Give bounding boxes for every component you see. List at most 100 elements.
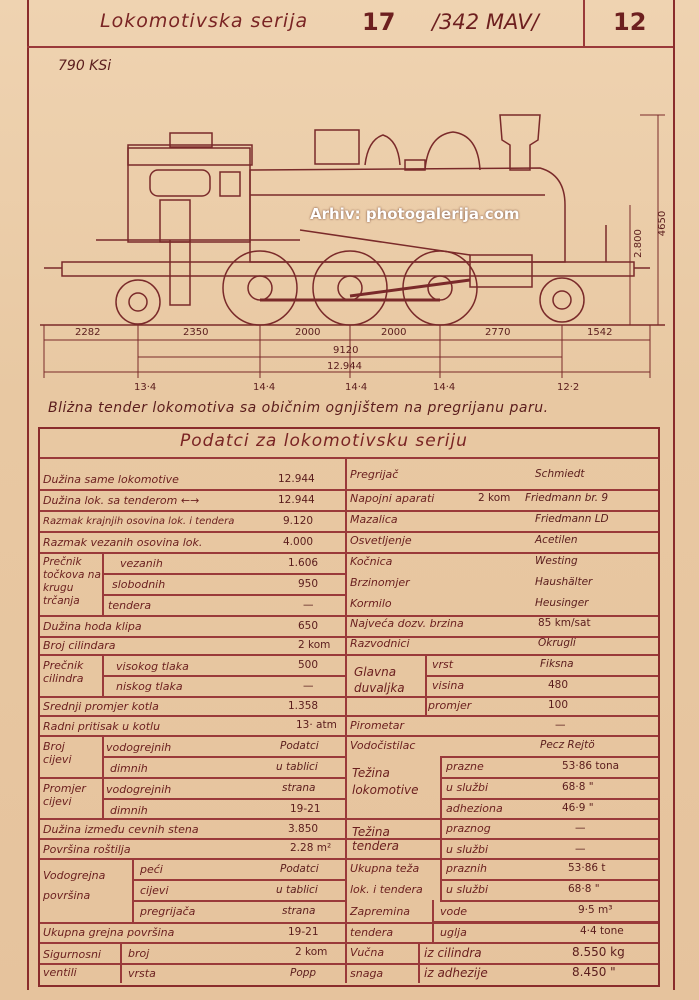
len-loco-value: 12.944 xyxy=(278,473,315,485)
tender-empty-value: — xyxy=(575,822,586,834)
outer-frame xyxy=(27,0,675,990)
wheel-free-value: 950 xyxy=(298,578,319,590)
row-line xyxy=(40,715,658,717)
tender-weight-group: Težina tendera xyxy=(352,825,399,853)
loco-weight-group: Težina lokomotive xyxy=(352,766,419,797)
dim-height-boiler: 2.800 xyxy=(632,229,644,258)
heating-superheater-label: pregrijača xyxy=(140,905,196,918)
row-line xyxy=(40,922,658,924)
speedometer-value: Haushälter xyxy=(535,576,593,588)
row-line xyxy=(40,735,658,737)
row-line xyxy=(40,510,658,512)
pyrometer-label: Pirometar xyxy=(350,719,405,732)
valve-gear-label: Kormilo xyxy=(350,597,392,610)
tractive-group-2: snaga xyxy=(350,967,384,980)
header-divider xyxy=(27,46,673,48)
tender-water-label: vode xyxy=(440,905,467,918)
group-divider xyxy=(425,654,427,715)
injectors-value: Friedmann br. 9 xyxy=(525,492,609,504)
row-line xyxy=(40,858,658,860)
lighting-value: Acetilen xyxy=(535,534,578,546)
row-line xyxy=(132,879,345,881)
tender-coal-value: 4·4 tone xyxy=(580,925,624,937)
row-line xyxy=(432,921,658,923)
row-line xyxy=(440,838,658,840)
tubes-note-2: u tablici xyxy=(276,761,318,773)
group-divider xyxy=(440,858,442,900)
cyl-high-label: visokog tlaka xyxy=(116,660,189,673)
row-line xyxy=(425,675,658,677)
heating-tubes-label: cijevi xyxy=(140,884,169,897)
total-service-label: u službi xyxy=(446,883,489,896)
total-empty-value: 53·86 t xyxy=(568,862,606,874)
row-line xyxy=(40,654,658,656)
injectors-qty: 2 kom xyxy=(478,492,511,504)
pressure-label: Radni pritisak u kotlu xyxy=(43,720,161,733)
loco-service-value: 68·8 " xyxy=(562,781,594,793)
dim-wheelbase: 9120 xyxy=(333,345,359,356)
group-divider xyxy=(418,942,420,983)
lubricator-label: Mazalica xyxy=(350,513,398,526)
boiler-diam-value: 1.358 xyxy=(288,700,319,712)
tractive-group-1: Vučna xyxy=(350,946,385,959)
tractive-adhesion-value: 8.450 " xyxy=(572,965,616,979)
valves-type-label: vrsta xyxy=(128,967,156,980)
max-speed-value: 85 km/sat xyxy=(538,617,591,629)
dim-span-6: 1542 xyxy=(587,327,613,338)
total-heating-value: 19-21 xyxy=(288,926,319,938)
row-line xyxy=(40,552,658,554)
blastpipe-type-value: Fiksna xyxy=(540,658,574,670)
loco-adhesion-label: adheziona xyxy=(446,802,503,815)
blastpipe-diam-label: promjer xyxy=(428,699,472,712)
blastpipe-group: Glavna duvaljka xyxy=(354,665,405,695)
loco-service-label: u službi xyxy=(446,781,489,794)
tube-length-label: Dužina između cevnih stena xyxy=(43,823,199,836)
locomotive-drawing xyxy=(40,114,665,378)
header-title: Lokomotivska serija xyxy=(100,10,309,32)
tender-capacity-group-1: Zapremina xyxy=(350,905,411,918)
total-weight-group-2: lok. i tendera xyxy=(350,883,423,896)
dim-span-4: 2000 xyxy=(381,327,407,338)
tractive-cylinder-label: iz cilindra xyxy=(424,946,482,960)
valves-count-label: broj xyxy=(128,947,150,960)
header-vdivider xyxy=(583,0,585,47)
header-mav: /342 MAV/ xyxy=(432,10,539,34)
cylinders-label: Broj cilindara xyxy=(43,639,116,652)
valve-gear-value: Heusinger xyxy=(535,597,589,609)
brake-value: Westing xyxy=(535,555,578,567)
stroke-label: Dužina hoda klipa xyxy=(43,620,142,633)
row-line xyxy=(102,594,345,596)
tender-service-label: u službi xyxy=(446,843,489,856)
distributors-value: Okrugli xyxy=(538,637,576,649)
row-line xyxy=(440,798,658,800)
cyl-low-value: — xyxy=(303,680,314,692)
distributors-label: Razvodnici xyxy=(350,637,410,650)
dim-height-total: 4650 xyxy=(657,210,669,237)
axle-load-2: 14·4 xyxy=(253,382,276,393)
axle-load-5: 12·2 xyxy=(557,382,580,393)
lighting-label: Osvetljenje xyxy=(350,534,412,547)
group-divider xyxy=(102,552,104,615)
wheel-tender-label: tendera xyxy=(108,599,152,612)
tender-water-value: 9·5 m³ xyxy=(578,904,613,916)
total-heating-label: Ukupna grejna površina xyxy=(43,926,175,939)
row-line xyxy=(40,942,658,944)
tubes-diam-group: Promjer cijevi xyxy=(43,782,86,808)
safety-valves-group: Sigurnosni ventili xyxy=(43,948,101,979)
coupled-span-value: 4.000 xyxy=(283,536,314,548)
tubes-smoke-label: dimnih xyxy=(110,762,148,775)
axle-span-label: Razmak krajnjih osovina lok. i tendera xyxy=(43,516,235,527)
len-tender-value: 12.944 xyxy=(278,494,315,506)
dim-span-2: 2350 xyxy=(183,327,209,338)
row-line xyxy=(440,879,658,881)
cyl-low-label: niskog tlaka xyxy=(116,680,183,693)
cylinders-value: 2 kom xyxy=(298,639,331,651)
dim-span-1: 2282 xyxy=(75,327,101,338)
row-line xyxy=(40,777,345,779)
tubes-diam-water-label: vodogrejnih xyxy=(106,783,172,796)
group-divider xyxy=(102,735,104,818)
wheel-diameter-group: Prečnik točkova na krugu trčanja xyxy=(43,556,101,607)
axle-load-1: 13·4 xyxy=(134,382,157,393)
row-line xyxy=(440,777,658,779)
blastpipe-type-label: vrst xyxy=(432,658,454,671)
